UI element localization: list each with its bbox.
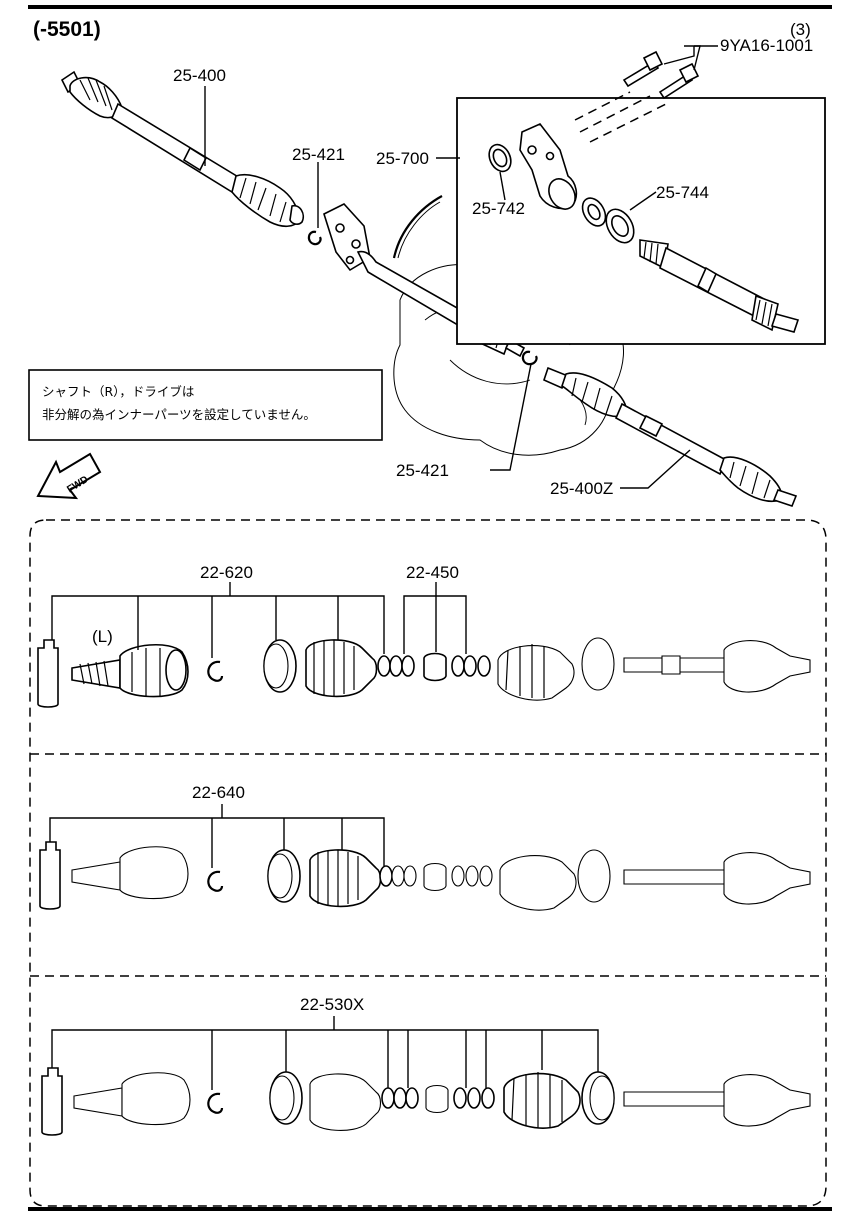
note-line-1: シャフト（R），ドライブは [42, 384, 194, 399]
bolt-group [622, 50, 700, 100]
callout-right-shaft: 25-400Z [550, 479, 613, 498]
row1-leaders [51, 582, 467, 658]
callout-bolt-qty: (3) [790, 20, 811, 39]
inset-seal-744 [605, 208, 635, 244]
row2-kit: 22-640 [192, 783, 245, 802]
callout-clip-lower: 25-421 [396, 461, 449, 480]
row1-side: (L) [92, 627, 113, 646]
clip-upper-part [307, 230, 322, 246]
callout-seal-b: 25-744 [656, 183, 709, 202]
note-line-2: 非分解の為インナーパーツを設定していません。 [42, 407, 316, 422]
fwd-arrow-icon: FWD [36, 452, 102, 500]
row3-leaders [51, 1016, 599, 1090]
kit-panel-outline [29, 519, 827, 1207]
page-code: (-5501) [33, 18, 101, 41]
left-drive-shaft [60, 70, 305, 228]
bolt-guide-lines [574, 91, 671, 143]
kit-row-2 [39, 841, 811, 911]
inset-bearing [581, 197, 607, 227]
callout-clip-upper: 25-421 [292, 145, 345, 164]
row3-kit: 22-530X [300, 995, 364, 1014]
kit-row-1 [37, 637, 811, 708]
inset-bracket [519, 123, 578, 210]
row1-kit-a: 22-620 [200, 563, 253, 582]
row2-leaders [49, 804, 385, 868]
right-drive-shaft [543, 366, 798, 507]
callout-bolt: 9YA16-1001 [720, 36, 813, 55]
flow-arrow [392, 195, 443, 259]
clip-lower-part [521, 350, 538, 366]
inset-shaft [639, 239, 800, 333]
top-leaders [204, 45, 718, 489]
kit-row-3 [41, 1067, 811, 1136]
callout-left-shaft: 25-400 [173, 66, 226, 85]
callout-seal-a: 25-742 [472, 199, 525, 218]
row1-kit-b: 22-450 [406, 563, 459, 582]
callout-bracket-kit: 25-700 [376, 149, 429, 168]
inset-seal-742 [488, 143, 512, 173]
note-box [28, 369, 383, 441]
